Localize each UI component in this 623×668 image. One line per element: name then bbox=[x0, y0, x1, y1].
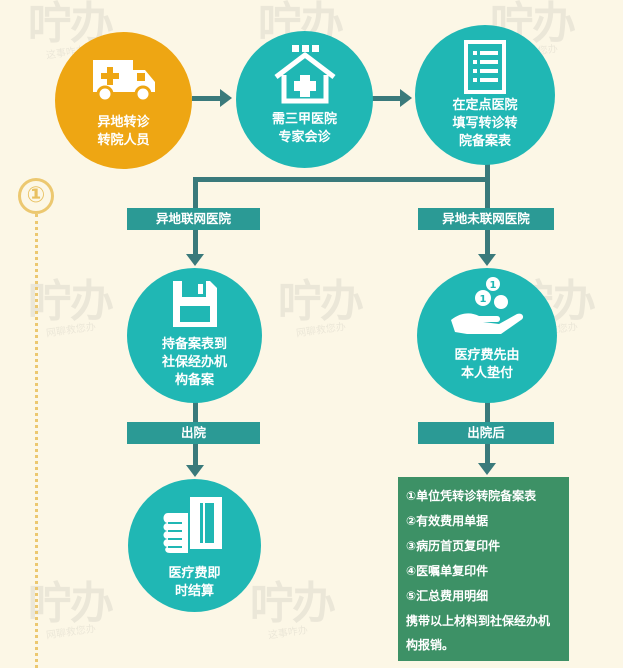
form-icon bbox=[464, 40, 506, 94]
node-transfer-patient: 异地转诊转院人员 bbox=[55, 32, 192, 169]
step-number-badge: ① bbox=[18, 178, 54, 214]
connector bbox=[192, 96, 222, 101]
list-item: ③病历首页复印件 bbox=[406, 539, 501, 553]
tag-discharge: 出院 bbox=[127, 422, 260, 444]
card-hand-icon bbox=[163, 497, 222, 553]
tag-not-networked-hospital: 异地未联网医院 bbox=[418, 208, 554, 230]
reimbursement-materials-list: ①单位凭转诊转院备案表 ②有效费用单据 ③病历首页复印件 ④医嘱单复印件 ⑤汇总… bbox=[398, 477, 569, 661]
watermark: 咛办网聊救您办 bbox=[278, 276, 364, 340]
watermark: 咛办这事咋办 bbox=[250, 578, 336, 642]
ambulance-icon bbox=[93, 60, 155, 103]
watermark: 咛办网聊救您办 bbox=[28, 276, 114, 340]
arrow-right-icon bbox=[220, 89, 232, 107]
tag-after-discharge: 出院后 bbox=[418, 422, 554, 444]
node-fill-filing-form: 在定点医院填写转诊转院备案表 bbox=[415, 25, 555, 165]
floppy-disk-icon bbox=[173, 281, 217, 327]
svg-text:1: 1 bbox=[490, 280, 497, 291]
step-dotted-line bbox=[35, 214, 38, 668]
arrow-right-icon bbox=[400, 89, 412, 107]
arrow-down-icon bbox=[186, 465, 204, 477]
hospital-icon bbox=[274, 45, 336, 104]
arrow-down-icon bbox=[186, 254, 204, 266]
node-instant-settlement: 医疗费即时结算 bbox=[128, 479, 261, 612]
materials-note: 携带以上材料到社保经办机构报销。 bbox=[406, 614, 551, 652]
list-item: ⑤汇总费用明细 bbox=[406, 589, 489, 603]
watermark: 咛办网聊救您办 bbox=[28, 578, 114, 642]
list-item: ①单位凭转诊转院备案表 bbox=[406, 489, 537, 503]
node-expert-consultation: 需三甲医院专家会诊 bbox=[236, 31, 373, 168]
tag-networked-hospital: 异地联网医院 bbox=[127, 208, 260, 230]
connector bbox=[485, 162, 490, 180]
svg-text:1: 1 bbox=[480, 294, 487, 305]
arrow-down-icon bbox=[478, 254, 496, 266]
node-file-at-social-security: 持备案表到社保经办机构备案 bbox=[127, 268, 262, 403]
connector bbox=[193, 177, 490, 182]
list-item: ④医嘱单复印件 bbox=[406, 564, 489, 578]
node-self-pay-medical-fees: 1 1 医疗费先由本人垫付 bbox=[417, 268, 557, 403]
coins-hand-icon: 1 1 bbox=[451, 277, 524, 334]
connector bbox=[372, 96, 402, 101]
list-item: ②有效费用单据 bbox=[406, 514, 489, 528]
arrow-down-icon bbox=[478, 463, 496, 475]
